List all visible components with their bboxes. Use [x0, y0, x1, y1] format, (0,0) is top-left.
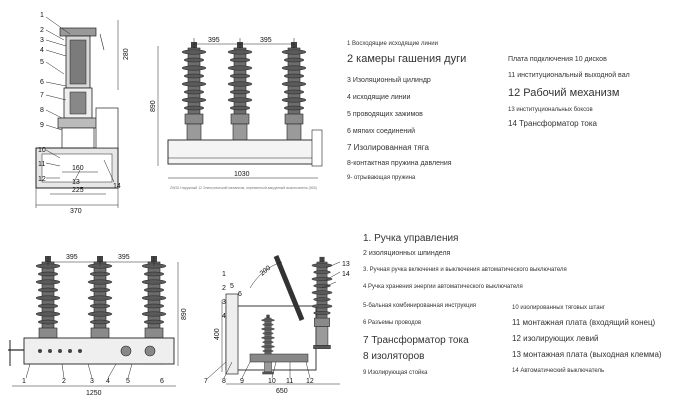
part-number: 5: [40, 59, 44, 66]
part-number: 4: [222, 313, 226, 320]
part-number: 7: [40, 92, 44, 99]
part-number: 5: [230, 283, 234, 290]
part-number: 4: [106, 378, 110, 385]
drawing-caption: ZW32 Наружный 12 Электрический механизм,…: [170, 186, 317, 190]
dim-label: 400: [214, 328, 221, 340]
dim-label: 395: [208, 37, 220, 44]
dim-label: 395: [66, 254, 78, 261]
part-number: 6: [160, 378, 164, 385]
part-number: 8: [40, 107, 44, 114]
part-number: 1: [22, 378, 26, 385]
legend-item: 3. Ручная ручка включения и выключения а…: [363, 267, 567, 273]
legend-item: 13 институциональных боксов: [508, 107, 593, 113]
dim-label: 370: [70, 208, 82, 215]
bottom-side-view: [207, 255, 341, 385]
legend-item: 4 исходящие линии: [347, 94, 411, 101]
legend-item: Плата подключения 10 дисков: [508, 56, 607, 63]
dim-label: 1250: [86, 390, 102, 397]
dim-label: 890: [150, 100, 157, 112]
part-number: 6: [40, 79, 44, 86]
part-number: 2: [222, 285, 226, 292]
top-side-dims: 395 395 890 1030: [150, 37, 272, 178]
part-number: 14: [342, 271, 350, 278]
legend-item: 8-контактная пружина давления: [347, 160, 452, 167]
part-number: 11: [286, 378, 293, 385]
top-front-view: [35, 16, 119, 208]
legend-item: 1. Ручка управления: [363, 233, 459, 244]
dim-label: 1030: [234, 171, 250, 178]
legend-item: 13 монтажная плата (выходная клемма): [512, 350, 662, 359]
legend-item: 9 Изолирующая стойка: [363, 370, 428, 376]
part-number: 2: [62, 378, 66, 385]
legend-item: 7 Изолированная тяга: [347, 143, 429, 152]
part-number: 9: [40, 122, 44, 129]
part-number: 12: [306, 378, 314, 385]
legend-item: 5 проводящих зажимов: [347, 111, 423, 118]
part-number: 14: [113, 183, 121, 190]
legend-item: 1 Восходящие исходящие линии: [347, 41, 438, 47]
legend-item: 14 Трансформатор тока: [508, 119, 597, 128]
part-number: 3: [40, 37, 44, 44]
part-number: 9: [240, 378, 244, 385]
legend-item: 11 институциональный выходной вал: [508, 72, 630, 79]
legend-item: 5-бальная комбинированная инструкция: [363, 303, 477, 309]
legend-item: 2 изоляционных шпинделя: [363, 250, 451, 257]
bottom-front-view: [8, 255, 179, 387]
part-number: 10: [268, 378, 276, 385]
legend-item: 6 мягких соединений: [347, 128, 416, 135]
part-number: 1: [40, 12, 44, 19]
dim-label: 225: [72, 187, 84, 194]
dim-label: 395: [260, 37, 272, 44]
dim-label: 280: [123, 48, 130, 60]
bottom-side-numbers: 1 2 3 4 5 6 7 8 9 10 11 12 13 14 200 400…: [204, 261, 350, 395]
part-number: 6: [238, 291, 242, 298]
top-side-view: [157, 38, 323, 179]
legend-item: 4 Ручка хранения энергии автоматического…: [363, 284, 523, 290]
dim-label: 200: [259, 265, 273, 278]
part-number: 10: [38, 147, 46, 154]
legend-item: 2 камеры гашения дуги: [347, 53, 467, 65]
part-number: 8: [222, 378, 226, 385]
part-number: 13: [72, 179, 80, 186]
part-number: 5: [126, 378, 130, 385]
part-number: 12: [38, 176, 46, 183]
legend-item: 6 Разъемы проводов: [363, 320, 422, 326]
part-number: 11: [38, 161, 45, 168]
part-number: 3: [90, 378, 94, 385]
legend-item: 9- отрывающая пружина: [347, 175, 416, 181]
dim-label: 160: [72, 165, 84, 172]
legend-item: 12 Рабочий механизм: [508, 87, 620, 99]
part-number: 7: [204, 378, 208, 385]
dim-label: 395: [118, 254, 130, 261]
legend-item: 3 Изоляционный цилиндр: [347, 77, 431, 84]
legend-item: 11 монтажная плата (входящий конец): [512, 318, 656, 327]
dim-label: 650: [276, 388, 288, 395]
top-front-numbers: 1 2 3 4 5 6 7 8 9 10 11 12 13 14 160 225…: [38, 12, 130, 215]
dim-label: 890: [181, 308, 188, 320]
legend-item: 10 изолированных тяговых штанг: [512, 305, 606, 311]
legend-item: 12 изолирующих левий: [512, 334, 599, 343]
legend-item: 8 изоляторов: [363, 351, 425, 362]
legend-item: 14 Автоматический выключатель: [512, 368, 605, 374]
part-number: 4: [40, 47, 44, 54]
part-number: 3: [222, 299, 226, 306]
part-number: 13: [342, 261, 350, 268]
legend-item: 7 Трансформатор тока: [363, 335, 469, 346]
bottom-front-numbers: 1 2 3 4 5 6 395 395 890 1250: [22, 254, 188, 397]
part-number: 2: [40, 27, 44, 34]
part-number: 1: [222, 271, 226, 278]
